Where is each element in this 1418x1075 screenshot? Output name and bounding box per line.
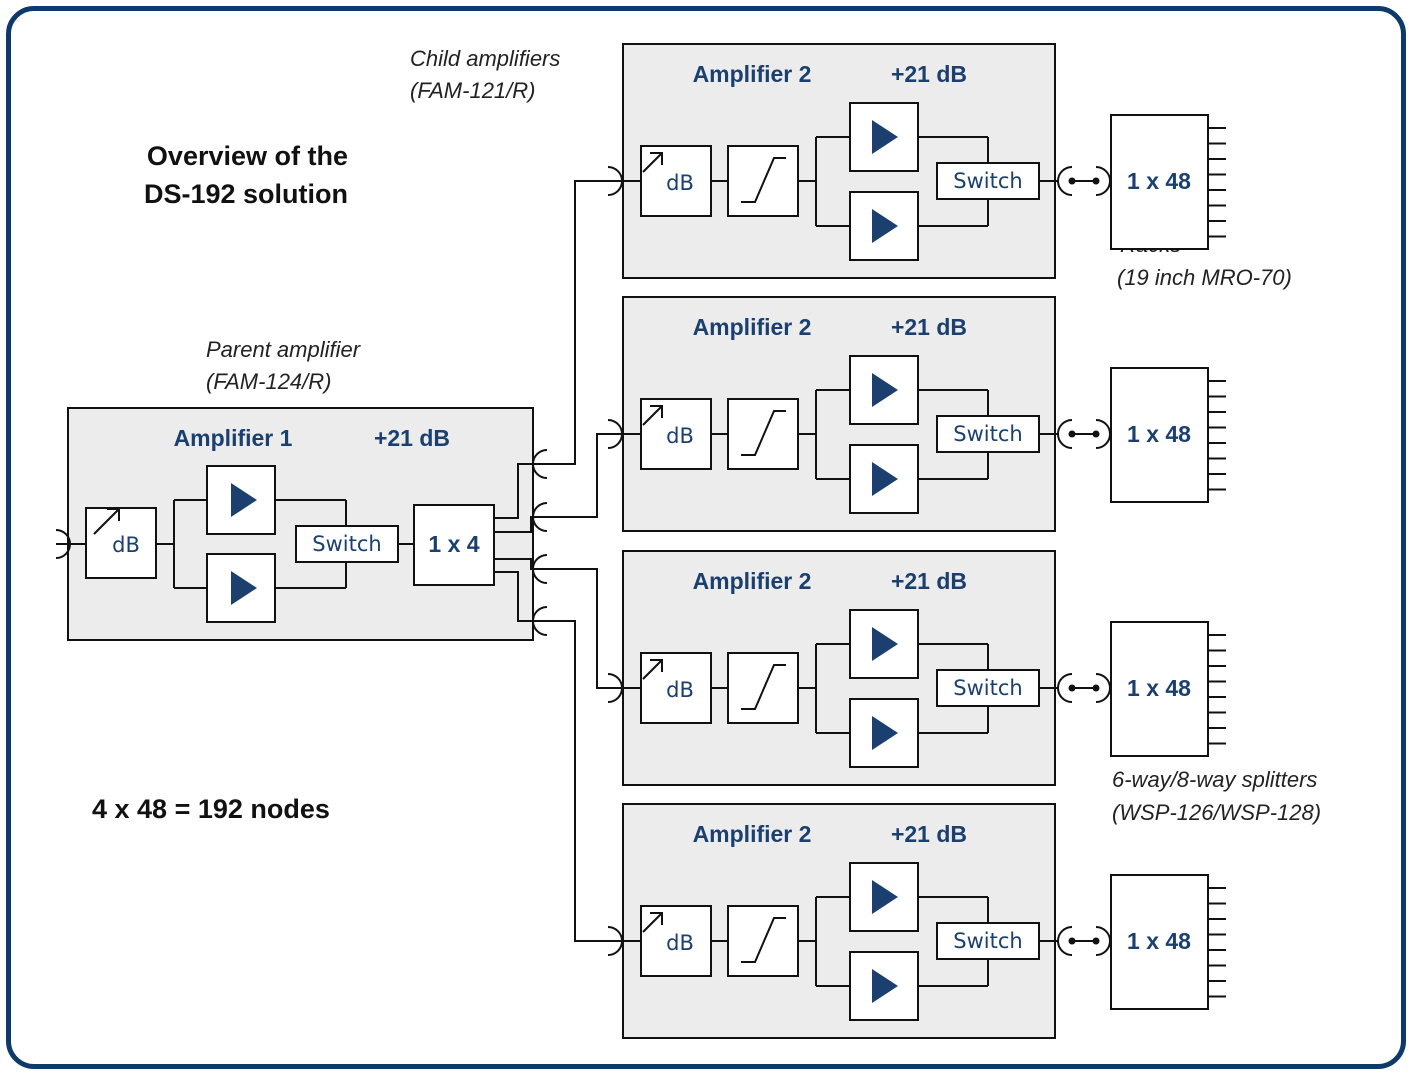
amp-triangle-icon <box>872 120 898 154</box>
parent-amplifier-gain: +21 dB <box>374 425 450 451</box>
rack-input-connector <box>1095 673 1111 703</box>
amp-triangle-icon <box>872 462 898 496</box>
child-attenuator <box>640 652 712 724</box>
amp-triangle-icon <box>872 716 898 750</box>
children-note-line1: Child amplifiers <box>410 46 560 71</box>
child-amp-stage-upper <box>849 355 919 425</box>
cable-to-child-4 <box>547 620 608 942</box>
racks-note-line2: (19 inch MRO-70) <box>1117 265 1292 290</box>
cable-to-child-3 <box>547 568 608 689</box>
child-amplifier-gain: +21 dB <box>891 61 967 87</box>
child-attenuator <box>640 398 712 470</box>
child-attenuator-label: dB <box>666 678 694 702</box>
parent-amplifier-title: Amplifier 1 <box>174 425 293 451</box>
child-switch-label: Switch <box>953 929 1022 953</box>
child-output-connector <box>1057 166 1073 196</box>
amp-triangle-icon <box>872 373 898 407</box>
slope-icon <box>741 157 786 203</box>
child-amplifier-gain: +21 dB <box>891 314 967 340</box>
child-attenuator-label: dB <box>666 931 694 955</box>
parent-amplifier: Amplifier 1 +21 dB dB Switch 1 x 4 <box>55 180 608 942</box>
output-connector-3 <box>532 554 548 584</box>
parent-note-line2: (FAM-124/R) <box>206 369 332 394</box>
heading-line2: DS-192 solution <box>144 179 348 209</box>
output-connector-1 <box>532 449 548 479</box>
rack-splitter-label: 1 x 48 <box>1127 168 1191 194</box>
child-amplifier-title: Amplifier 2 <box>693 821 812 847</box>
child-switch-label: Switch <box>953 676 1022 700</box>
child-amplifier-gain: +21 dB <box>891 821 967 847</box>
parent-attenuator-label: dB <box>112 533 140 557</box>
child-output-connector <box>1057 673 1073 703</box>
children-note-line2: (FAM-121/R) <box>410 78 536 103</box>
parent-attenuator <box>85 507 157 579</box>
splitters-note-line1: 6-way/8-way splitters <box>1112 767 1317 792</box>
output-connector-4 <box>532 606 548 636</box>
output-connector-2 <box>532 502 548 532</box>
parent-switch-label: Switch <box>312 532 381 556</box>
rack-splitter-label: 1 x 48 <box>1127 421 1191 447</box>
child-switch-label: Switch <box>953 169 1022 193</box>
slope-icon <box>741 410 786 456</box>
nodes-formula: 4 x 48 = 192 nodes <box>92 794 330 824</box>
child-attenuator <box>640 905 712 977</box>
attenuator-arrow-icon <box>642 912 663 933</box>
slope-icon <box>741 917 786 963</box>
cable-to-child-2 <box>547 433 608 518</box>
child-attenuator-label: dB <box>666 171 694 195</box>
child-amplifier-title: Amplifier 2 <box>693 61 812 87</box>
amp-triangle-icon <box>872 627 898 661</box>
child-output-connector <box>1057 419 1073 449</box>
child-amplifier-box <box>622 803 1056 1039</box>
rack-input-connector <box>1095 926 1111 956</box>
child-attenuator-label: dB <box>666 424 694 448</box>
parent-output-connectors <box>532 449 548 636</box>
slope-icon <box>741 664 786 710</box>
rack-splitter <box>1110 874 1209 1010</box>
amp-triangle-icon <box>872 969 898 1003</box>
child-amplifier-2: Amplifier 2 +21 dB dB Switch 1 x 48 <box>607 296 1226 532</box>
heading-line1: Overview of the <box>147 141 348 171</box>
child-switch <box>936 922 1040 960</box>
rack-splitter-label: 1 x 48 <box>1127 675 1191 701</box>
child-amplifier-1: Amplifier 2 +21 dB dB Switch 1 x 48 <box>607 43 1226 279</box>
rack-splitter-label: 1 x 48 <box>1127 928 1191 954</box>
rack-splitter <box>1110 367 1209 503</box>
child-amplifier-4: Amplifier 2 +21 dB dB Switch 1 x 48 <box>607 803 1226 1039</box>
parent-splitter <box>413 504 495 586</box>
child-amplifier-gain: +21 dB <box>891 568 967 594</box>
parent-note-line1: Parent amplifier <box>206 337 362 362</box>
child-switch-label: Switch <box>953 422 1022 446</box>
child-amplifier-title: Amplifier 2 <box>693 568 812 594</box>
attenuator-arrow-icon <box>642 152 663 173</box>
child-amplifier-title: Amplifier 2 <box>693 314 812 340</box>
amp-triangle-icon <box>872 880 898 914</box>
parent-switch <box>295 525 399 563</box>
rack-input-connector <box>1095 166 1111 196</box>
rack-input-connector <box>1095 419 1111 449</box>
child-amplifier-3: Amplifier 2 +21 dB dB Switch 1 x 48 <box>607 550 1226 786</box>
cable-to-child-1 <box>547 180 608 465</box>
rack-splitter <box>1110 621 1209 757</box>
splitters-note-line2: (WSP-126/WSP-128) <box>1112 800 1321 825</box>
attenuator-arrow-icon <box>642 405 663 426</box>
amp-triangle-icon <box>231 571 257 605</box>
rack-splitter <box>1110 114 1209 250</box>
attenuator-arrow-icon <box>642 659 663 680</box>
amp-triangle-icon <box>231 483 257 517</box>
amp-triangle-icon <box>872 209 898 243</box>
child-output-connector <box>1057 926 1073 956</box>
attenuator-arrow-icon <box>93 508 120 535</box>
parent-splitter-label: 1 x 4 <box>428 531 479 557</box>
